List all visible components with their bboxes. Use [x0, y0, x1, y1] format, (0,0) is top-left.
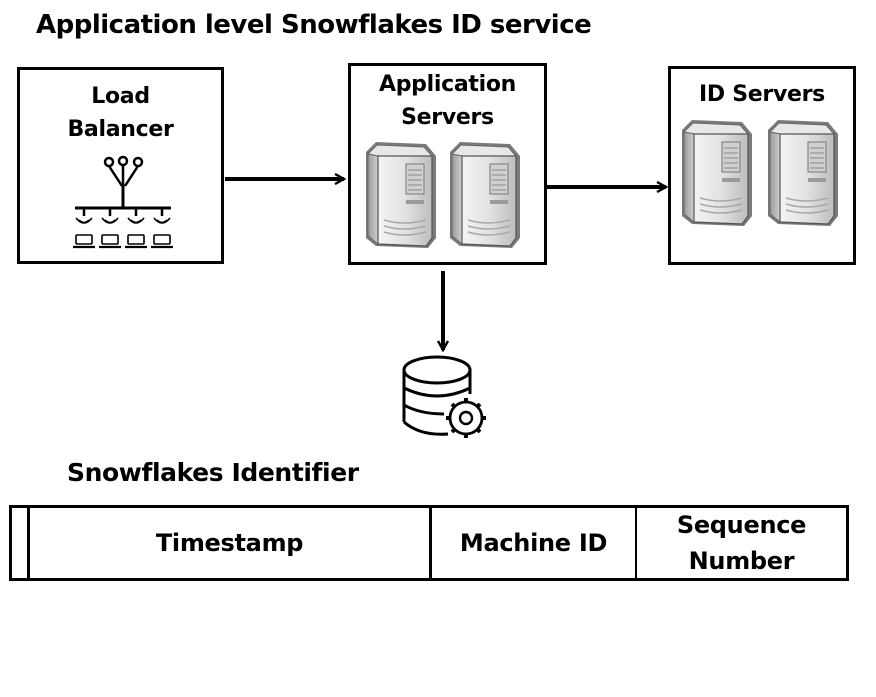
app-servers-label: Application Servers: [378, 72, 517, 130]
load-balancer-icon: [73, 155, 173, 249]
identifier-title: Snowflakes Identifier: [67, 458, 359, 487]
database-gear-icon: [402, 355, 486, 438]
id-server-2-icon: [767, 119, 839, 227]
app-server-2-icon: [449, 141, 521, 249]
load-balancer-label: Load Balancer: [67, 84, 174, 142]
sign-bit-field: [12, 508, 30, 578]
app-server-1-icon: [365, 141, 437, 249]
snowflake-id-layout: Timestamp Machine ID Sequence Number: [9, 505, 849, 581]
load-balancer-box: Load Balancer: [17, 67, 224, 264]
machine-id-field: Machine ID: [432, 508, 637, 578]
diagram-title: Application level Snowflakes ID service: [36, 10, 592, 40]
id-server-1-icon: [681, 119, 753, 227]
id-servers-label: ID Servers: [699, 82, 825, 107]
sequence-number-field: Sequence Number: [676, 511, 807, 575]
timestamp-field: Timestamp: [30, 508, 432, 578]
